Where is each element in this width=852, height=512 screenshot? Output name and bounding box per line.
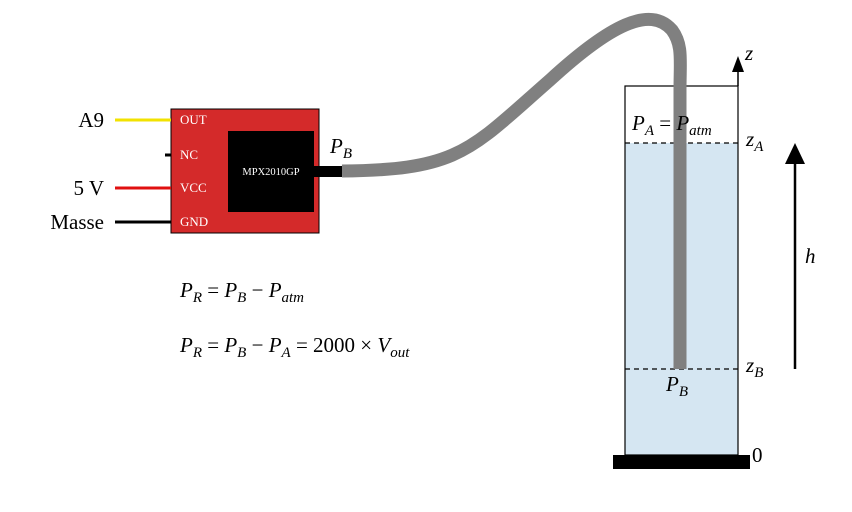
h-label: h (805, 244, 816, 268)
probe-pressure-label: PB (665, 372, 688, 400)
pressure-tube (341, 12, 687, 369)
wire-vcc-label: 5 V (73, 176, 104, 200)
pressure-port (314, 166, 342, 177)
surface-pressure-label: PA = Patm (631, 111, 712, 139)
equation-1: PR = PB − Patm (179, 278, 304, 306)
za-label: zA (745, 127, 764, 155)
chip-label: MPX2010GP (242, 167, 299, 178)
wire-out-label: A9 (78, 108, 104, 132)
sensor-board: MPX2010GP OUT NC VCC GND (170, 108, 342, 234)
chip (228, 131, 314, 212)
pin-nc-label: NC (180, 147, 198, 162)
z-axis-label: z (744, 41, 753, 65)
pin-out-label: OUT (180, 112, 207, 127)
h-arrowhead (785, 143, 805, 164)
pin-gnd-label: GND (180, 214, 208, 229)
z-axis-arrowhead (732, 56, 744, 72)
zero-label: 0 (752, 443, 763, 467)
port-pressure-label: PB (329, 134, 352, 162)
equation-2: PR = PB − PA = 2000 × Vout (179, 333, 410, 361)
column-base (613, 455, 750, 469)
zb-label: zB (745, 353, 763, 381)
pin-vcc-label: VCC (180, 180, 207, 195)
wire-gnd-label: Masse (50, 210, 104, 234)
